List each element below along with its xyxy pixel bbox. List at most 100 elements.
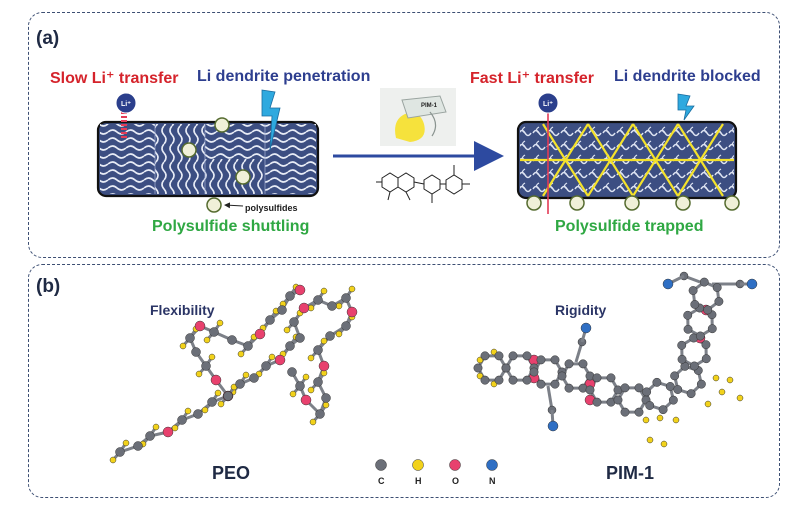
atom: [699, 277, 709, 287]
atom: [718, 388, 726, 396]
polysulfide-shuttling-label: Polysulfide shuttling: [152, 218, 310, 235]
atom: [207, 397, 217, 407]
polysulfide-spheres-right: [526, 195, 740, 211]
atom: [295, 333, 305, 343]
atom: [375, 459, 387, 471]
atom: [668, 395, 678, 405]
atom: [677, 354, 687, 364]
atom: [712, 283, 722, 293]
atom: [634, 383, 644, 393]
atom: [689, 361, 699, 371]
peo-model: [109, 283, 358, 464]
atom: [346, 306, 358, 318]
atom: [673, 385, 683, 394]
atom: [242, 371, 250, 379]
atom: [736, 394, 744, 402]
li-ion-text-right: Li⁺: [543, 101, 553, 108]
atom: [193, 409, 203, 419]
atom: [645, 401, 655, 410]
atom: [327, 301, 337, 311]
atom: [203, 336, 211, 344]
atom: [315, 409, 325, 419]
atom: [670, 371, 680, 381]
atom: [690, 299, 700, 309]
atom: [696, 379, 706, 389]
atom: [660, 440, 668, 448]
pim1-photo: [380, 88, 456, 146]
atom: [652, 377, 662, 387]
atom: [285, 341, 295, 351]
atom: [494, 375, 504, 385]
atom: [592, 397, 602, 407]
atom: [201, 361, 211, 371]
atom: [522, 375, 532, 385]
panel-b-label: (b): [36, 276, 61, 297]
atom: [486, 459, 498, 471]
atom: [688, 286, 698, 295]
atom: [179, 342, 187, 350]
panel-a-label: (a): [36, 28, 60, 49]
atom: [746, 278, 758, 290]
atom: [133, 441, 143, 451]
atom: [184, 407, 192, 415]
atom: [686, 389, 696, 399]
atom: [613, 395, 623, 405]
atom: [701, 354, 711, 364]
atom: [580, 322, 592, 334]
atom: [335, 302, 343, 310]
atom: [320, 337, 328, 345]
atom: [449, 459, 461, 471]
atom: [261, 361, 271, 371]
atom: [564, 383, 574, 393]
atom: [325, 331, 335, 341]
atom: [300, 394, 312, 406]
atom: [274, 354, 286, 366]
pim1-photo-label: PIM-1: [421, 103, 438, 109]
atom: [585, 385, 595, 395]
atom: [254, 328, 266, 340]
atom: [237, 350, 245, 358]
atom: [313, 345, 323, 355]
atom: [501, 363, 511, 373]
atom: [536, 355, 546, 365]
atom: [620, 383, 630, 393]
atom: [320, 287, 328, 295]
li-dendrite-blocked-label: Li dendrite blocked: [614, 68, 761, 85]
atom: [665, 382, 675, 391]
atom: [726, 376, 734, 384]
rigidity-label: Rigidity: [555, 302, 607, 318]
atom: [313, 377, 323, 387]
peo-label: PEO: [212, 463, 251, 483]
atom: [707, 324, 717, 334]
atom: [480, 375, 490, 385]
atom: [195, 370, 203, 378]
atom: [529, 367, 539, 377]
atom: [295, 381, 305, 391]
atom: [634, 407, 644, 417]
atom: [714, 297, 724, 306]
atom-legend: [375, 459, 498, 471]
panel-a: [28, 12, 780, 258]
atom: [592, 373, 602, 383]
atom: [235, 379, 245, 389]
atom: [547, 420, 559, 432]
atom: [294, 284, 306, 296]
atom: [216, 319, 224, 327]
polysulfides-label: polysulfides: [245, 203, 298, 213]
atom: [557, 371, 567, 381]
atom: [335, 330, 343, 338]
atom: [171, 424, 179, 432]
atom: [522, 351, 532, 361]
atom: [115, 447, 125, 457]
atom: [209, 327, 219, 337]
atom: [177, 415, 187, 425]
atom: [302, 373, 310, 381]
atom: [145, 431, 155, 441]
atom: [322, 401, 330, 409]
atom: [341, 293, 351, 303]
li-ion-icon-right: [537, 92, 559, 114]
atom: [298, 302, 310, 314]
atom: [152, 423, 160, 431]
